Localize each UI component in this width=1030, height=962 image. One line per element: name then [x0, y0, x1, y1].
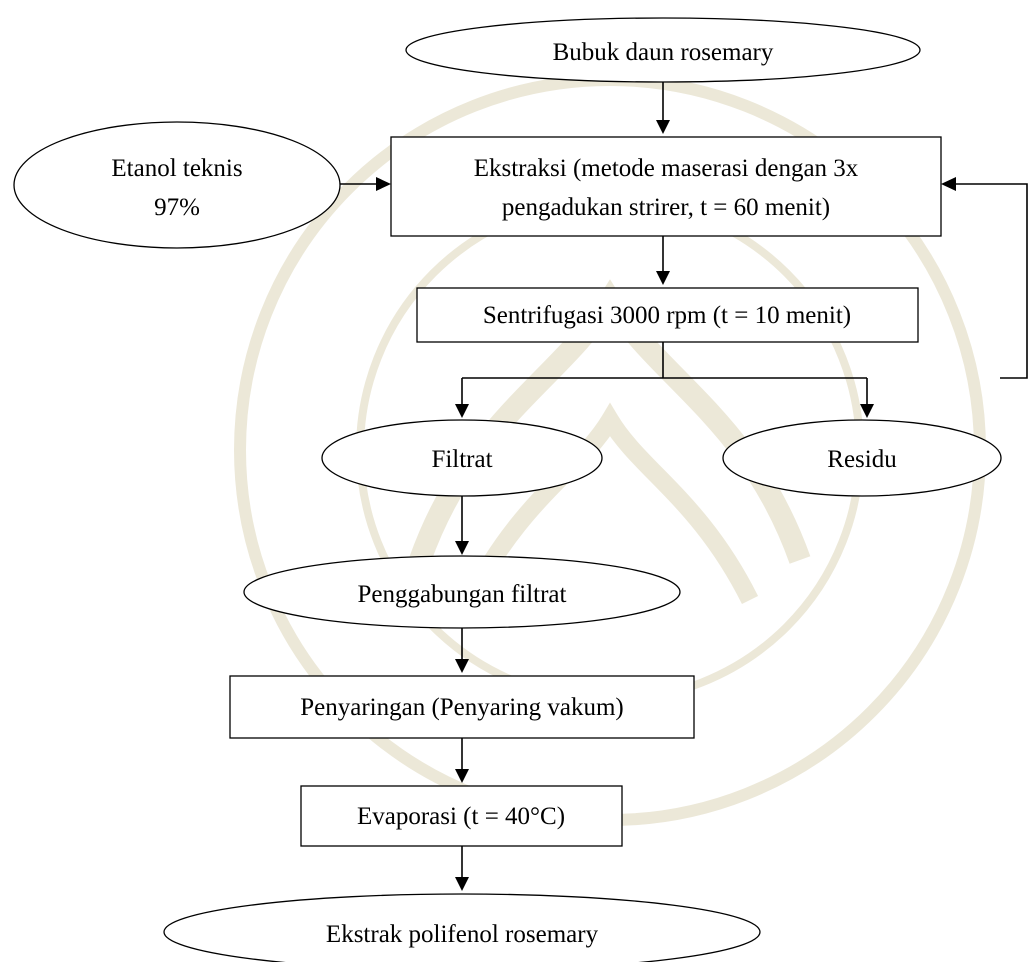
centrifugation-label: Sentrifugasi 3000 rpm (t = 10 menit) — [483, 302, 851, 329]
solvent-ellipse — [13, 121, 341, 249]
filtering-box — [229, 675, 695, 739]
arrow-residue-loop — [956, 183, 1028, 379]
arrowhead-icon — [656, 271, 670, 285]
residue-ellipse — [722, 419, 1002, 497]
node-solvent: Etanol teknis 97% — [13, 121, 341, 249]
merge-ellipse — [243, 555, 681, 629]
connectors — [340, 82, 1028, 891]
evaporation-label: Evaporasi (t = 40°C) — [357, 803, 565, 830]
arrowhead-icon — [860, 404, 874, 418]
node-extraction: Ekstraksi (metode maserasi dengan 3x pen… — [390, 136, 942, 237]
solvent-label-line1: Etanol teknis — [111, 155, 242, 182]
node-filtering: Penyaringan (Penyaring vakum) — [229, 675, 695, 739]
extraction-box — [390, 136, 942, 237]
arrowhead-icon — [455, 877, 469, 891]
node-evaporation: Evaporasi (t = 40°C) — [300, 785, 623, 847]
filtrate-label: Filtrat — [431, 446, 492, 473]
extraction-label-line1: Ekstraksi (metode maserasi dengan 3x — [474, 155, 859, 182]
arrowhead-icon — [376, 177, 391, 191]
arrowhead-icon — [455, 769, 469, 783]
output-label: Ekstrak polifenol rosemary — [326, 921, 599, 948]
filtering-label: Penyaringan (Penyaring vakum) — [300, 694, 624, 721]
node-filtrate: Filtrat — [321, 419, 603, 497]
residue-label: Residu — [827, 446, 897, 473]
node-input: Bubuk daun rosemary — [405, 17, 921, 83]
arrowhead-icon — [455, 659, 469, 673]
arrowhead-icon — [941, 177, 956, 191]
evaporation-box — [300, 785, 623, 847]
extraction-label-line2: pengadukan strirer, t = 60 menit) — [502, 194, 830, 221]
node-residue: Residu — [722, 419, 1002, 497]
filtrate-ellipse — [321, 419, 603, 497]
arrowhead-icon — [656, 120, 670, 134]
solvent-label-line2: 97% — [154, 194, 200, 221]
input-ellipse — [405, 17, 921, 83]
input-label: Bubuk daun rosemary — [553, 39, 774, 66]
node-centrifugation: Sentrifugasi 3000 rpm (t = 10 menit) — [416, 287, 919, 343]
output-ellipse — [163, 893, 761, 962]
node-merge: Penggabungan filtrat — [243, 555, 681, 629]
node-output: Ekstrak polifenol rosemary — [163, 893, 761, 962]
centrifugation-box — [416, 287, 919, 343]
merge-label: Penggabungan filtrat — [358, 581, 567, 608]
arrowhead-icon — [455, 404, 469, 418]
arrowhead-icon — [455, 541, 469, 555]
